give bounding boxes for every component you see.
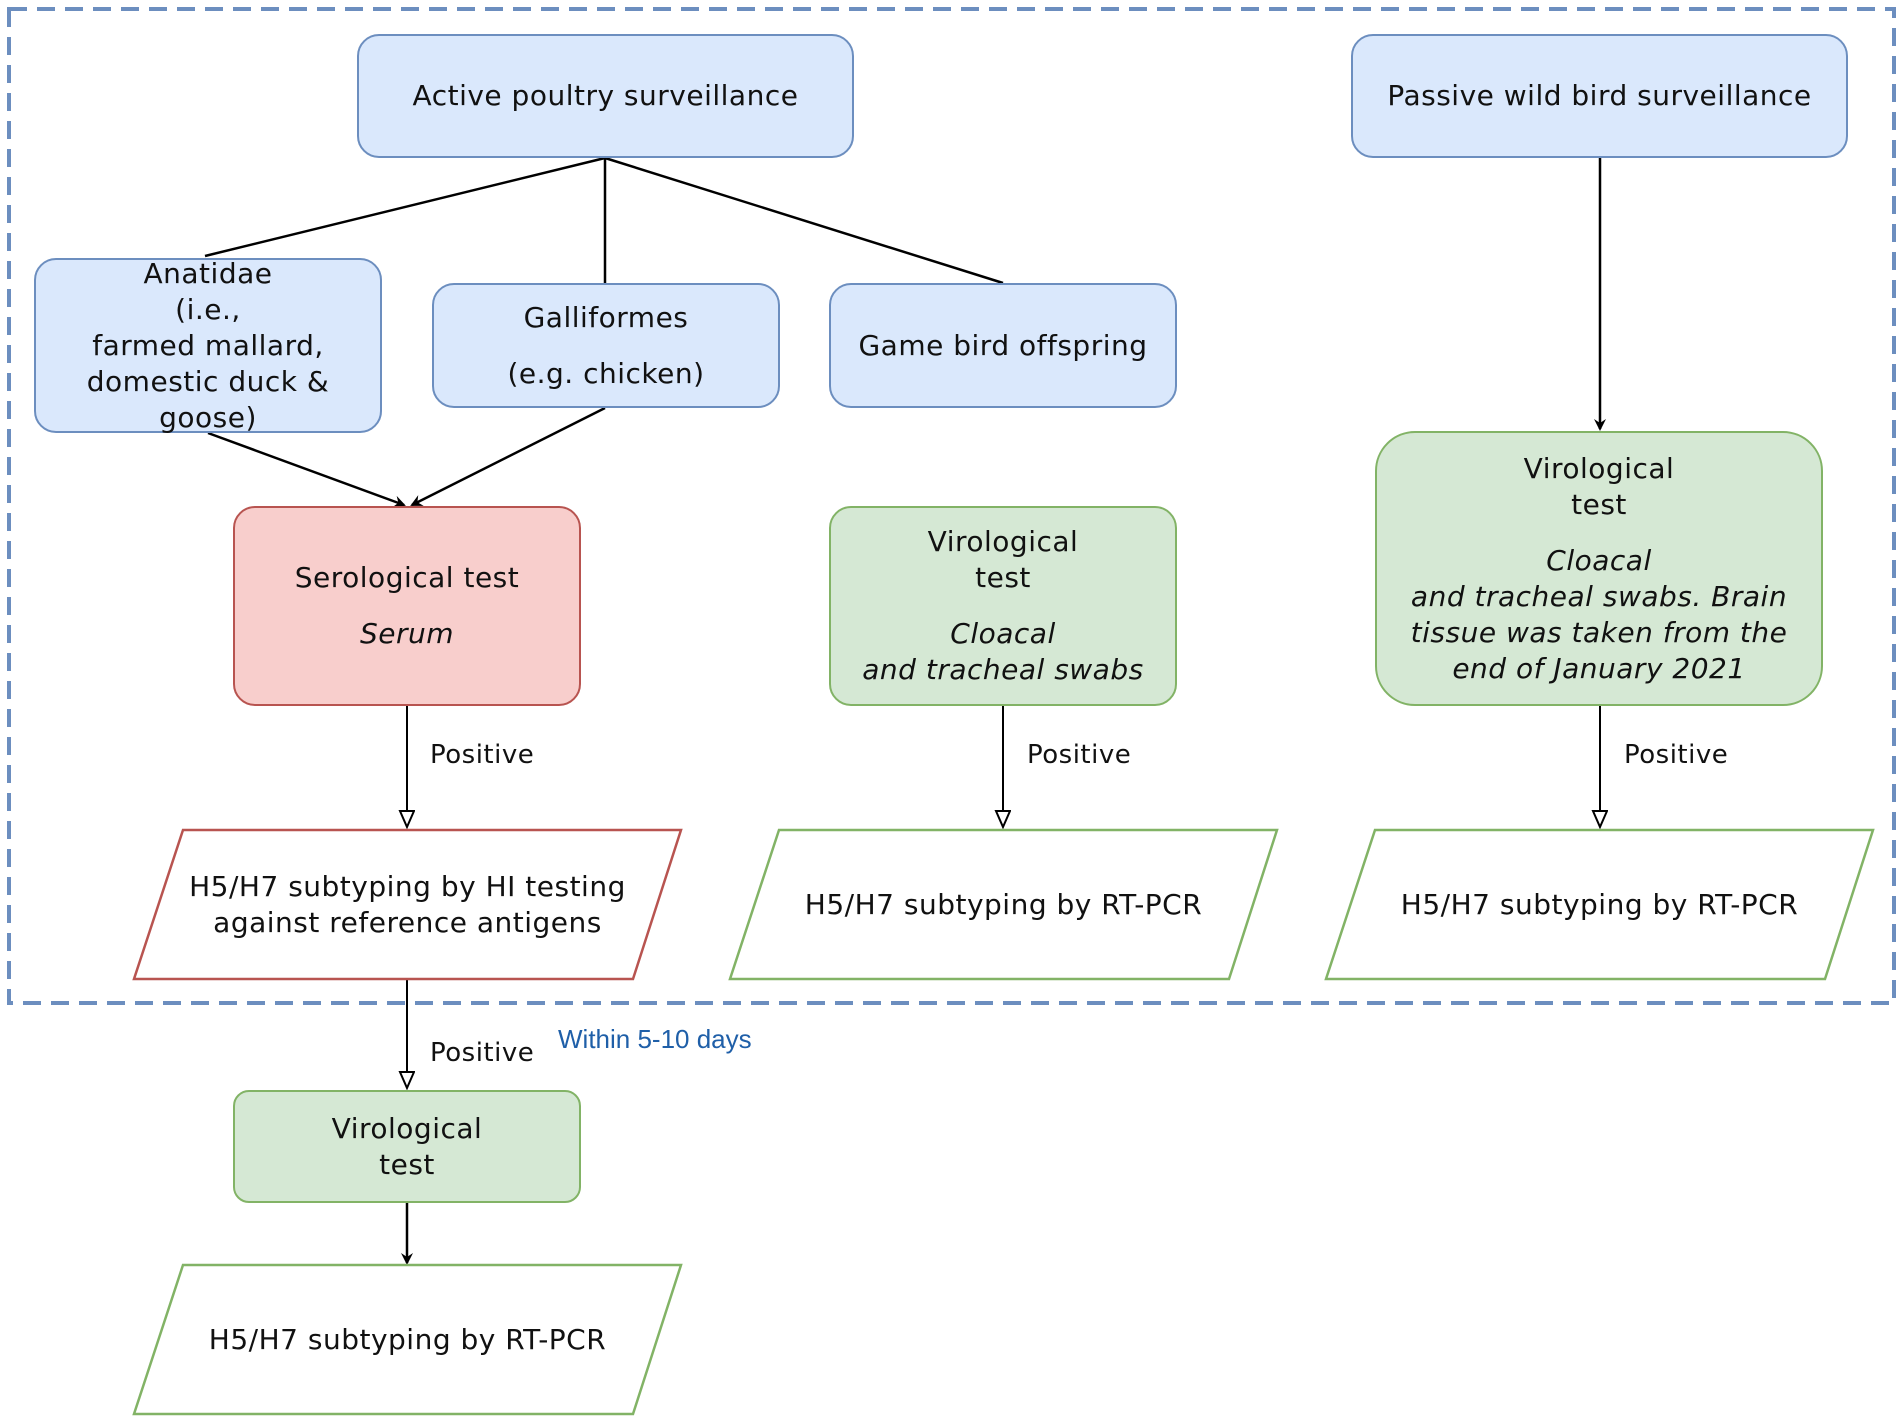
virological-game-title-1: Virological [927, 525, 1079, 558]
positive-label-serological: Positive [430, 740, 535, 770]
virological-wild-sample-4: end of January 2021 [1452, 651, 1746, 685]
virological-followup-line-2: test [379, 1147, 435, 1181]
rtpcr-wild-node: H5/H7 subtyping by RT-PCR [1326, 830, 1873, 979]
active-poultry-surveillance-node: Active poultry surveillance [357, 34, 854, 158]
virological-test-followup-node: Virological test [233, 1090, 581, 1203]
serological-test-node: Serological test Serum [233, 506, 581, 706]
rtpcr-followup-shape [132, 1263, 683, 1416]
anatidae-line-3: farmed mallard, [92, 328, 324, 362]
virological-wild-sample-1: Cloacal [1546, 543, 1652, 577]
positive-label-game: Positive [1027, 740, 1132, 770]
hi-testing-shape [132, 828, 683, 981]
anatidae-line-4: domestic duck & [86, 364, 330, 398]
rtpcr-followup-node: H5/H7 subtyping by RT-PCR [134, 1265, 681, 1414]
hi-testing-line-2: against reference antigens [213, 905, 602, 939]
active-poultry-label: Active poultry surveillance [412, 79, 799, 112]
virological-wild-sample-2: and tracheal swabs. Brain [1410, 579, 1788, 613]
hi-testing-line-1: H5/H7 subtyping by HI testing [189, 869, 626, 903]
passive-wild-bird-surveillance-node: Passive wild bird surveillance [1351, 34, 1848, 158]
anatidae-node: Anatidae (i.e., farmed mallard, domestic… [34, 256, 382, 434]
anatidae-line-2: (i.e., [175, 292, 241, 326]
virological-test-game-node: Virological test Cloacal and tracheal sw… [829, 506, 1177, 706]
game-bird-label: Game bird offspring [858, 328, 1148, 362]
serological-sample: Serum [359, 617, 455, 650]
virological-game-sample-2: and tracheal swabs [862, 653, 1144, 686]
hi-testing-node: H5/H7 subtyping by HI testing against re… [134, 830, 681, 979]
galliformes-line-1: Galliformes [523, 300, 689, 334]
edge-galliformes-to-serological [410, 406, 606, 507]
virological-wild-title-1: Virological [1523, 451, 1675, 485]
rtpcr-wild-label: H5/H7 subtyping by RT-PCR [1400, 887, 1799, 921]
virological-game-title-2: test [975, 561, 1031, 594]
virological-wild-title-2: test [1571, 487, 1627, 521]
positive-label-wild: Positive [1624, 740, 1729, 770]
passive-wild-label: Passive wild bird surveillance [1387, 79, 1812, 112]
galliformes-node: Galliformes (e.g. chicken) [432, 283, 780, 408]
rtpcr-game-node: H5/H7 subtyping by RT-PCR [730, 830, 1277, 979]
edge-active-to-anatidae [204, 156, 606, 258]
edge-active-to-gamebird [604, 156, 1004, 285]
virological-test-wild-node: Virological test Cloacal and tracheal sw… [1375, 431, 1823, 706]
virological-game-sample-1: Cloacal [950, 617, 1056, 650]
anatidae-line-1: Anatidae [143, 256, 273, 290]
rtpcr-game-label: H5/H7 subtyping by RT-PCR [804, 887, 1203, 921]
rtpcr-followup-label: H5/H7 subtyping by RT-PCR [208, 1322, 607, 1356]
game-bird-offspring-node: Game bird offspring [829, 283, 1177, 408]
surveillance-boundary [7, 7, 1896, 1005]
rtpcr-game-shape [728, 828, 1279, 981]
anatidae-line-5: goose) [159, 400, 257, 434]
virological-wild-sample-3: tissue was taken from the [1410, 615, 1788, 649]
edge-anatidae-to-serological [207, 431, 406, 508]
rtpcr-wild-shape [1324, 828, 1875, 981]
galliformes-line-2: (e.g. chicken) [507, 356, 705, 390]
serological-title: Serological test [294, 561, 520, 594]
within-days-annotation: Within 5-10 days [558, 1024, 752, 1054]
virological-followup-line-1: Virological [331, 1111, 483, 1145]
positive-label-hi: Positive [430, 1038, 535, 1068]
